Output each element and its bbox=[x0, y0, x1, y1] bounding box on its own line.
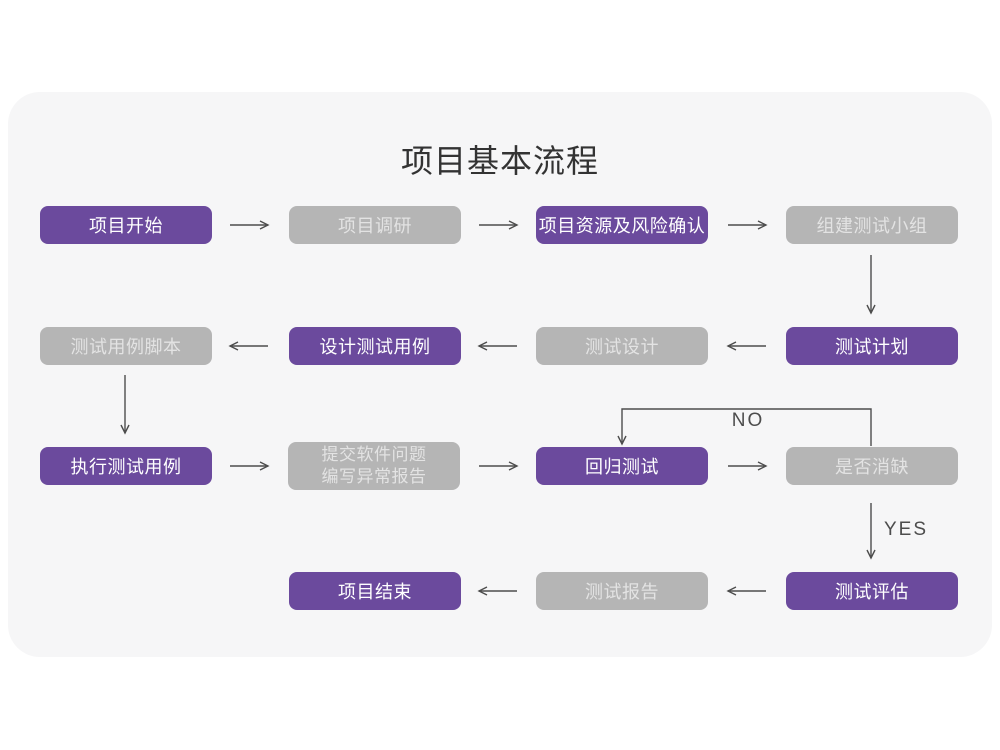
node-build-test-team: 组建测试小组 bbox=[786, 206, 958, 244]
node-project-research: 项目调研 bbox=[289, 206, 461, 244]
flowchart-card: 项目基本流程 项目开始 项目调研 项目资源及风险确认 组建测试小组 测试用例脚本… bbox=[8, 92, 992, 657]
diagram-title: 项目基本流程 bbox=[400, 143, 599, 179]
node-regression-test: 回归测试 bbox=[536, 447, 708, 485]
node-defect-resolved: 是否消缺 bbox=[786, 447, 958, 485]
node-execute-test-cases: 执行测试用例 bbox=[40, 447, 212, 485]
edge-label-yes: YES bbox=[884, 519, 929, 540]
node-design-test-cases: 设计测试用例 bbox=[289, 327, 461, 365]
node-test-case-scripts: 测试用例脚本 bbox=[40, 327, 212, 365]
edge-label-no: NO bbox=[731, 410, 765, 431]
node-resources-risk: 项目资源及风险确认 bbox=[536, 206, 708, 244]
node-test-report: 测试报告 bbox=[536, 572, 708, 610]
node-test-plan: 测试计划 bbox=[786, 327, 958, 365]
node-submit-issue-report: 提交软件问题 编写异常报告 bbox=[288, 442, 460, 490]
node-project-start: 项目开始 bbox=[40, 206, 212, 244]
node-project-end: 项目结束 bbox=[289, 572, 461, 610]
node-test-design: 测试设计 bbox=[536, 327, 708, 365]
node-test-evaluation: 测试评估 bbox=[786, 572, 958, 610]
